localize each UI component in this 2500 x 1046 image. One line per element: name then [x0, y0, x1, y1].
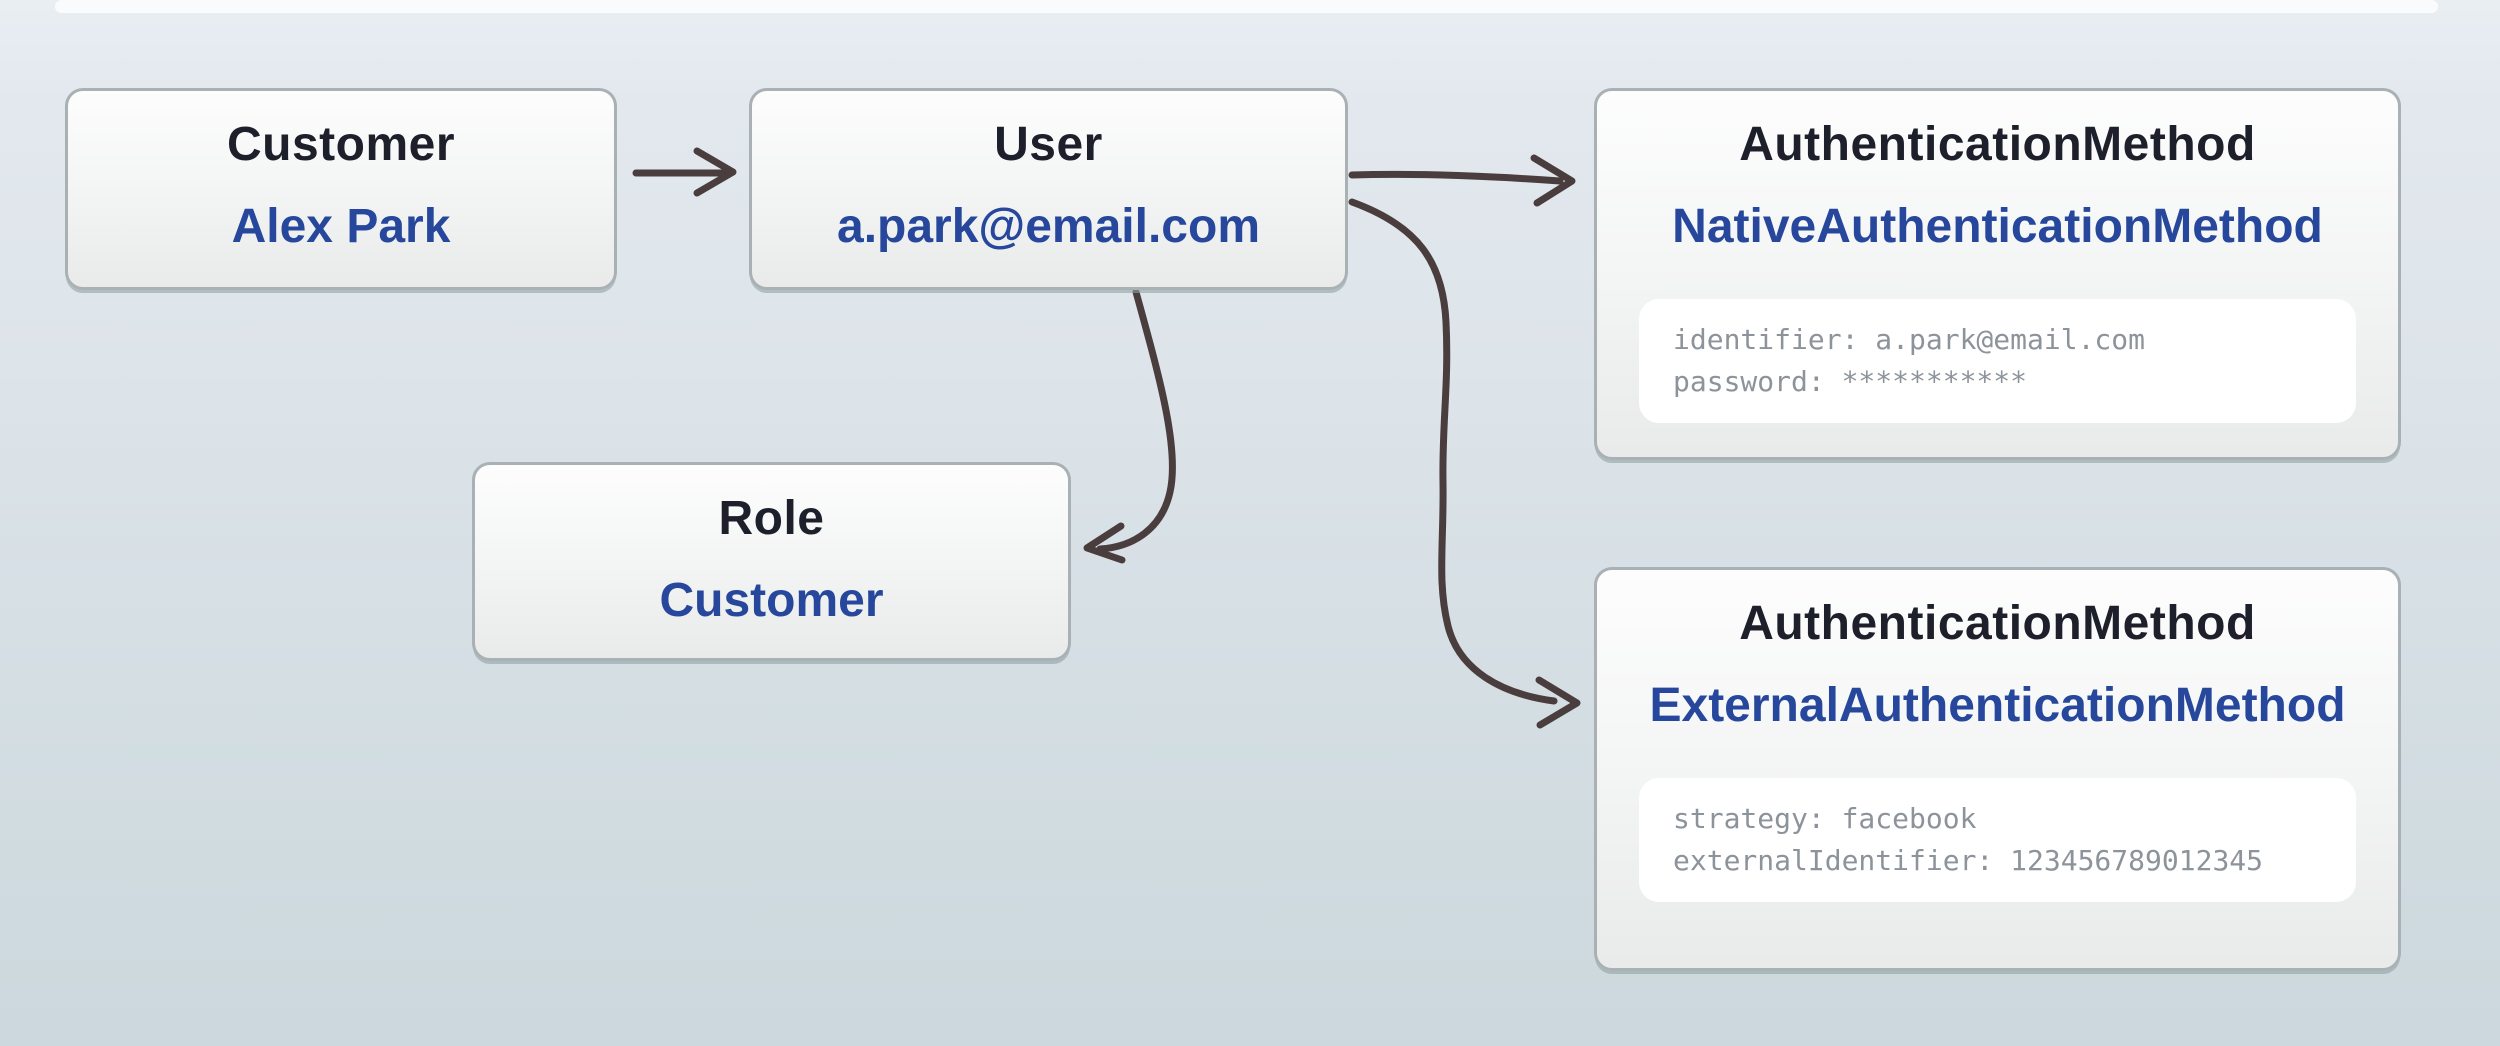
node-customer-title: Customer	[226, 118, 456, 171]
node-customer: Customer Alex Park	[65, 88, 617, 290]
edge-user-to-role-arrowhead-icon	[1083, 522, 1126, 564]
node-user: User a.park@email.com	[749, 88, 1348, 290]
edge-user-to-native-auth-line	[1348, 170, 1564, 185]
edge-user-to-role-line	[1096, 288, 1176, 553]
edge-user-to-native-auth-arrowhead-icon	[1530, 154, 1576, 207]
node-role: Role Customer	[472, 462, 1071, 661]
node-user-title: User	[994, 118, 1103, 171]
node-customer-value: Alex Park	[231, 200, 451, 253]
edge-customer-to-user-arrowhead-icon	[693, 147, 737, 197]
node-auth-external-title: AuthenticationMethod	[1739, 597, 2256, 650]
auth-native-attributes-panel: identifier: a.park@email.com password: *…	[1639, 299, 2356, 423]
auth-external-attributes-panel: strategy: facebook externalIdentifier: 1…	[1639, 778, 2356, 902]
node-user-value: a.park@email.com	[837, 200, 1260, 253]
edge-user-to-external-auth	[1348, 198, 1581, 729]
auth-external-attribute-strategy: strategy: facebook	[1673, 802, 1977, 835]
top-edge-highlight	[55, 0, 2438, 13]
edge-user-to-external-auth-arrowhead-icon	[1535, 676, 1581, 729]
node-authentication-method-native: AuthenticationMethod NativeAuthenticatio…	[1594, 88, 2401, 460]
node-auth-native-title: AuthenticationMethod	[1739, 118, 2256, 171]
node-authentication-method-external: AuthenticationMethod ExternalAuthenticat…	[1594, 567, 2401, 971]
node-auth-native-value: NativeAuthenticationMethod	[1672, 200, 2323, 253]
auth-native-attribute-identifier: identifier: a.park@email.com	[1673, 323, 2146, 356]
auth-native-attribute-password: password: ***********	[1673, 365, 2028, 398]
edge-customer-to-user	[632, 147, 737, 197]
edge-user-to-external-auth-line	[1348, 198, 1558, 705]
edge-user-to-native-auth	[1348, 154, 1576, 207]
auth-external-attribute-external-identifier: externalIdentifier: 123456789012345	[1673, 844, 2264, 877]
node-role-title: Role	[718, 492, 825, 545]
node-auth-external-value: ExternalAuthenticationMethod	[1649, 679, 2346, 732]
node-role-value: Customer	[659, 574, 884, 627]
edge-user-to-role	[1083, 288, 1176, 564]
